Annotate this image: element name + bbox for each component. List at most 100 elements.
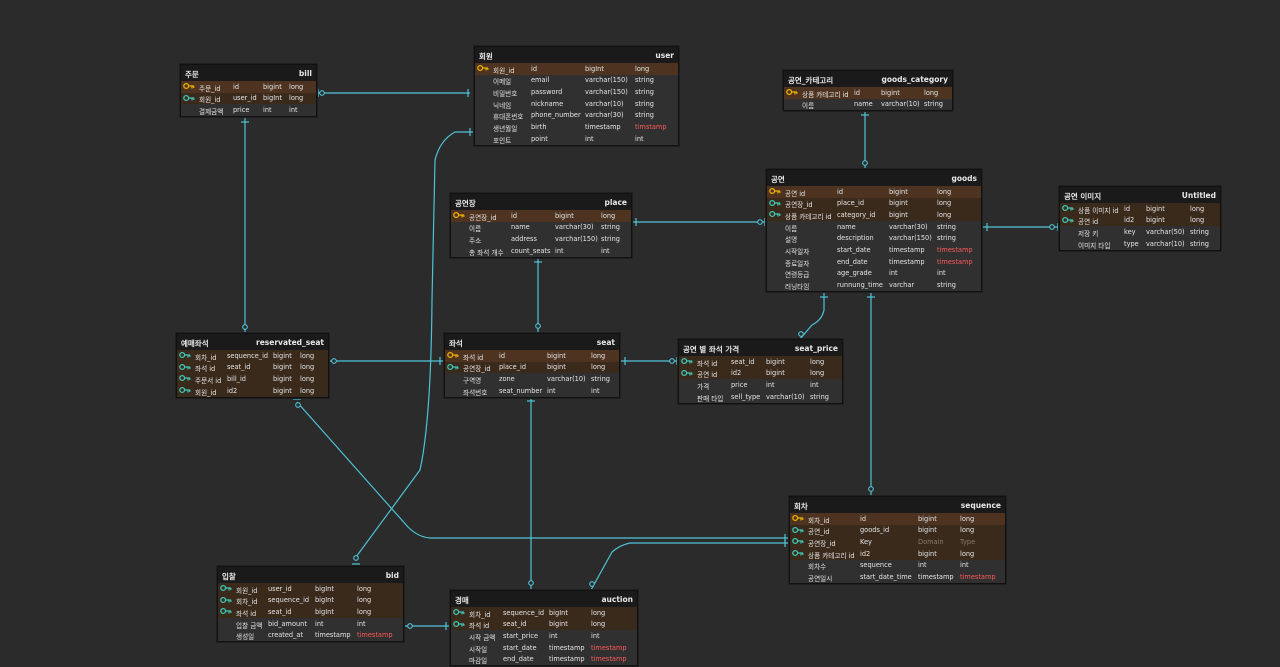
attribute-domain-type: long (591, 620, 606, 629)
attribute-domain-type: string (635, 111, 654, 120)
rel-sequence-reserved-seat[interactable] (296, 401, 789, 539)
attribute-column-name: bill_id (227, 374, 246, 383)
attribute-column-name: id (233, 82, 240, 91)
attribute-domain-type: int (591, 631, 600, 640)
attribute-data-type: timestamp (549, 655, 585, 664)
attribute-domain-type: int (601, 246, 610, 255)
attribute-domain-type: long (937, 210, 952, 219)
rel-goods-seat-price[interactable] (799, 293, 825, 340)
attribute-domain-type: timstamp (635, 122, 667, 131)
rel-sequence-auction[interactable] (590, 542, 789, 591)
attribute-column-name: user_id (233, 94, 257, 103)
attribute-domain-type: string (635, 99, 654, 108)
rel-user-bid[interactable] (355, 131, 475, 558)
attribute-domain-type: long (591, 363, 606, 372)
attribute-data-type: timestamp (889, 257, 925, 266)
attribute-logical-name: 좌석번호 (463, 388, 488, 397)
